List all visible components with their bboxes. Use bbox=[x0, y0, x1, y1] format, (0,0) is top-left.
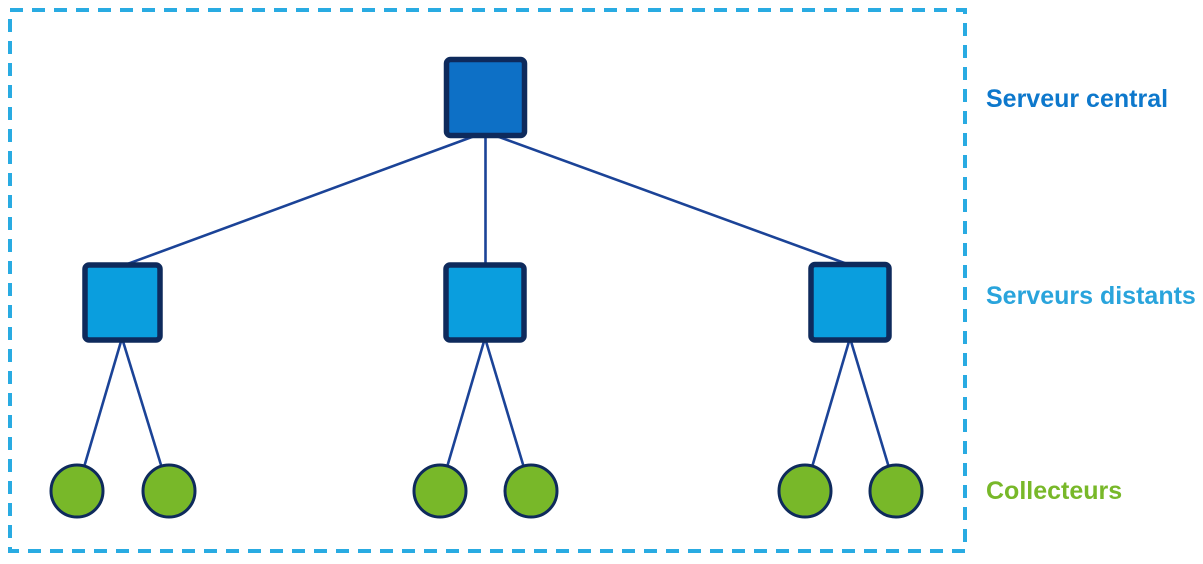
label-serveurs-distants: Serveurs distants bbox=[986, 282, 1196, 310]
central-server-node bbox=[443, 56, 528, 139]
connector-central-to-distant-right bbox=[485, 130, 851, 267]
collector-node-6 bbox=[868, 463, 924, 519]
distant-server-node-left bbox=[82, 262, 163, 343]
label-serveur-central: Serveur central bbox=[986, 85, 1168, 113]
collector-node-3 bbox=[412, 463, 468, 519]
collector-node-1 bbox=[49, 463, 105, 519]
collector-node-5 bbox=[777, 463, 833, 519]
connector-central-to-distant-left bbox=[121, 130, 486, 268]
collector-node-2 bbox=[141, 463, 197, 519]
distant-server-node-right bbox=[808, 261, 892, 343]
distant-server-node-middle bbox=[443, 262, 527, 343]
collector-node-4 bbox=[503, 463, 559, 519]
label-collecteurs: Collecteurs bbox=[986, 477, 1122, 505]
